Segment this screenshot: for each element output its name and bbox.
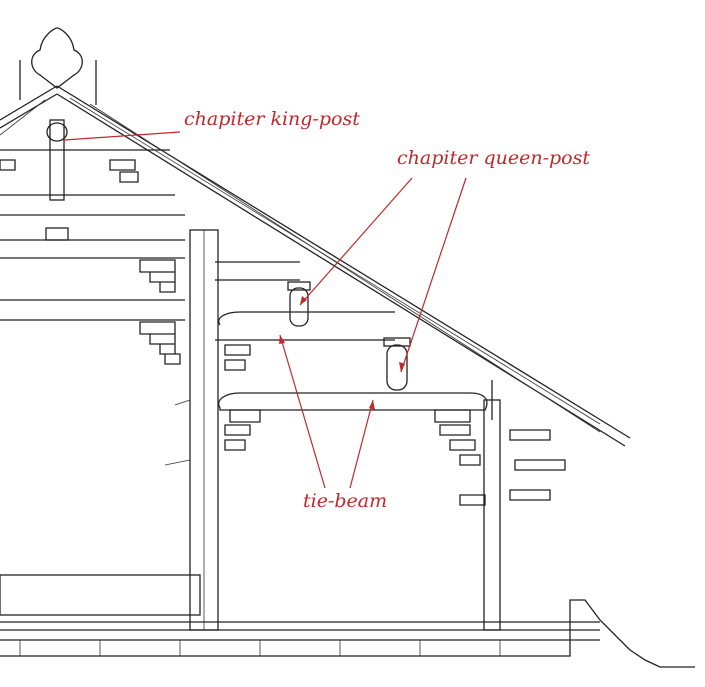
label-chapiter-king-post: chapiter king-post	[184, 108, 360, 130]
label-chapiter-queen-post: chapiter queen-post	[397, 147, 590, 169]
columns	[0, 229, 501, 631]
king-post	[45, 119, 69, 241]
annotation-leaders	[63, 131, 467, 489]
queen-posts	[287, 281, 411, 391]
tie-beams	[215, 261, 488, 411]
label-tie-beam: tie-beam	[303, 490, 388, 512]
upper-beams	[0, 194, 185, 321]
roof-rafters	[0, 85, 631, 447]
platform	[0, 599, 695, 668]
brackets	[0, 159, 566, 506]
finial	[19, 27, 97, 105]
